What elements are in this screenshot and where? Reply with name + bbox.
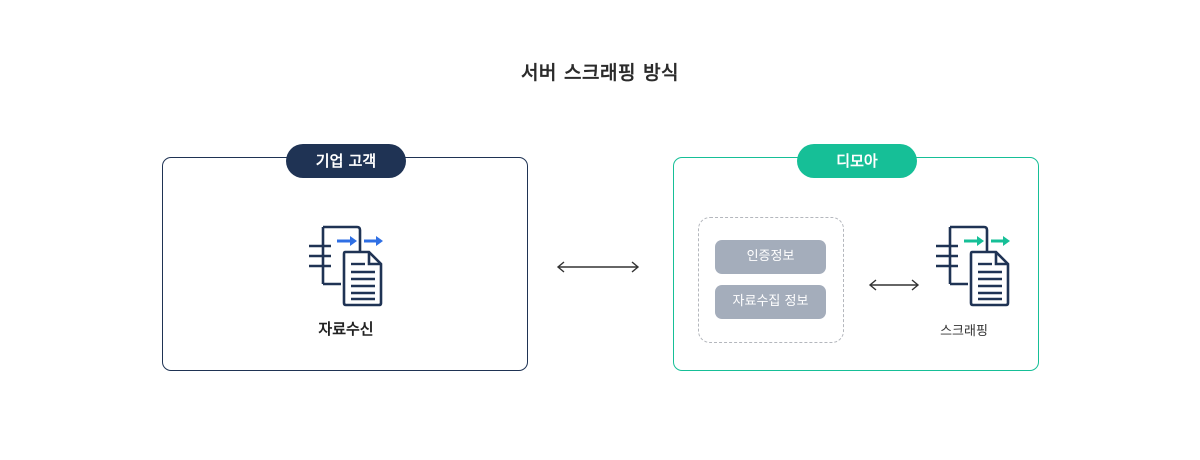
dimoa-panel: 디모아 인증정보 자료수집 정보 스크래핑 bbox=[673, 144, 1039, 371]
diagram-title: 서버 스크래핑 방식 bbox=[520, 62, 680, 84]
document-transfer-icon bbox=[309, 225, 383, 307]
collection-info-chip: 자료수집 정보 bbox=[715, 285, 826, 319]
client-badge: 기업 고객 bbox=[286, 144, 406, 178]
collected-info-box: 인증정보 자료수집 정보 bbox=[698, 217, 844, 343]
dimoa-badge: 디모아 bbox=[797, 144, 917, 178]
client-caption: 자료수신 bbox=[318, 320, 374, 338]
client-panel: 기업 고객 자료수신 bbox=[162, 144, 528, 371]
bidirectional-arrow-icon bbox=[868, 279, 920, 291]
dimoa-caption: 스크래핑 bbox=[940, 324, 988, 339]
document-transfer-icon bbox=[936, 225, 1010, 307]
bidirectional-arrow-icon bbox=[556, 261, 640, 273]
auth-info-chip: 인증정보 bbox=[715, 240, 826, 274]
